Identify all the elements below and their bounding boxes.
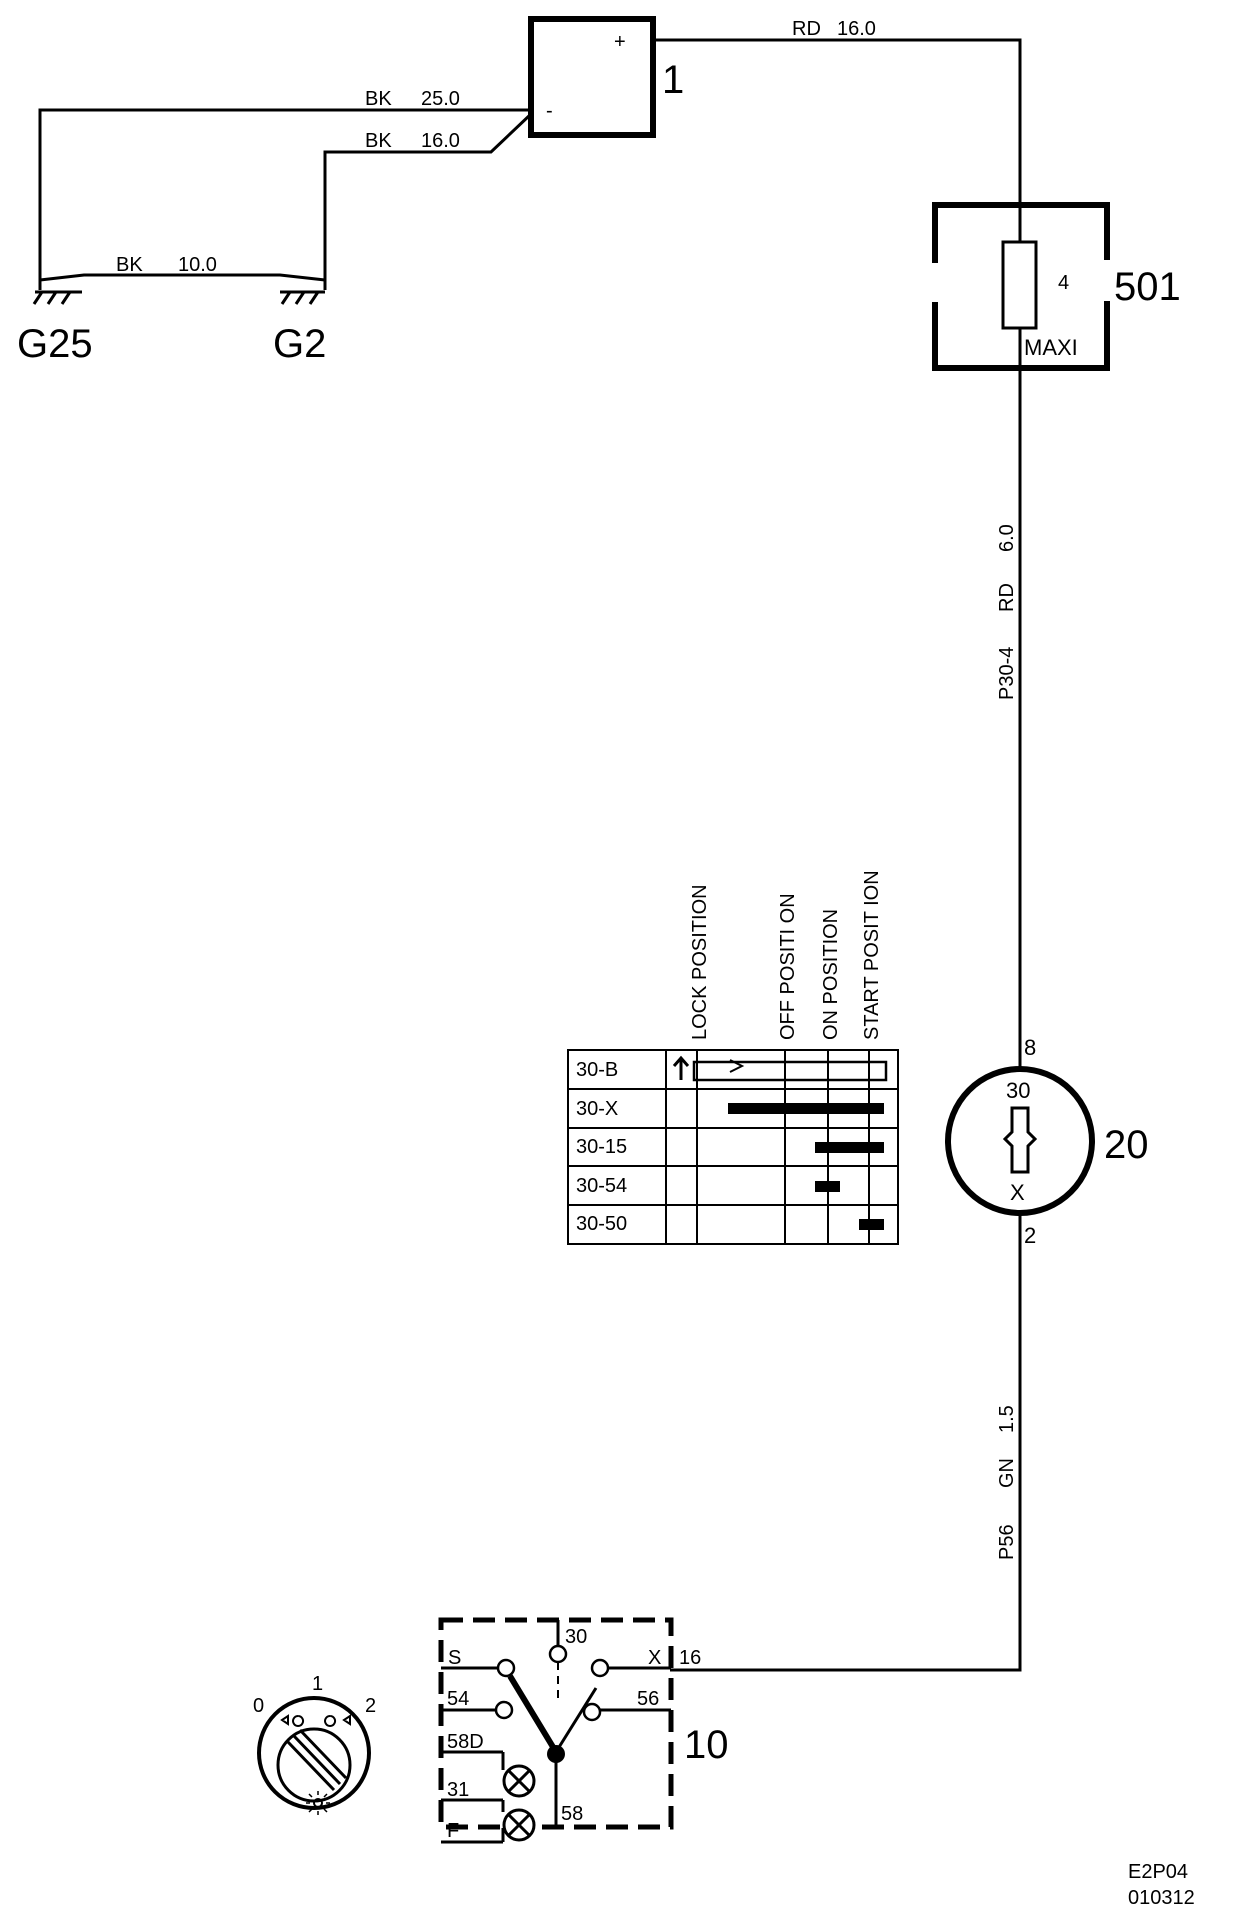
ignition-terminal-bottom: X: [1010, 1180, 1025, 1205]
terminal-30: 30: [565, 1626, 587, 1648]
wire-rd16-size: 16.0: [837, 18, 876, 40]
wire-gn15-size: 1.5: [996, 1405, 1018, 1433]
battery-plus-label: +: [614, 31, 626, 53]
row-30x-bar: [728, 1103, 884, 1114]
light-switch-internals: [441, 1620, 671, 1844]
ground-g2-icon: [280, 280, 327, 305]
wire-rd16-color: RD: [792, 18, 821, 40]
fuse-element-icon: [1001, 240, 1038, 330]
ground-g25-icon: [32, 280, 82, 305]
wire-bk25-color: BK: [365, 88, 392, 110]
wire-bk25-size: 25.0: [421, 88, 460, 110]
wire-bk25: [38, 108, 531, 280]
table-header-on: ON POSITION: [820, 909, 842, 1040]
wire-rd6-size: 6.0: [996, 524, 1018, 552]
fuse-id: 501: [1114, 265, 1181, 309]
wire-bk16-color: BK: [365, 130, 392, 152]
wire-rd16: [653, 38, 1022, 205]
table-row-label: 30-X: [576, 1098, 618, 1120]
terminal-16: 16: [679, 1647, 701, 1669]
wire-bk10: [39, 273, 326, 282]
fuse-type: MAXI: [1024, 335, 1078, 360]
row-3054-bar: [815, 1181, 840, 1192]
ignition-switch-id: 20: [1104, 1123, 1149, 1167]
fuse-number: 4: [1058, 272, 1069, 294]
wire-bk10-color: BK: [116, 254, 143, 276]
row-3050-bar: [859, 1219, 884, 1230]
row-30b-key-path: [672, 1055, 888, 1082]
table-row-label: 30-15: [576, 1136, 627, 1158]
table-row-label: 30-50: [576, 1213, 627, 1235]
lamp-icon: [502, 1808, 536, 1842]
footer-date: 010312: [1128, 1887, 1195, 1909]
terminal-f: F: [447, 1820, 459, 1842]
table-row-label: 30-54: [576, 1175, 627, 1197]
wire-rd6-color: RD: [996, 583, 1018, 612]
table-header-start: START POSIT ION: [861, 870, 883, 1040]
battery-minus-label: -: [546, 100, 553, 122]
table-header-off: OFF POSITI ON: [777, 893, 799, 1040]
ignition-pin-top: 8: [1024, 1035, 1036, 1060]
lamp-icon: [502, 1764, 536, 1798]
terminal-56: 56: [637, 1688, 659, 1710]
key-slot-icon: [1002, 1106, 1038, 1174]
wire-bk16: [323, 112, 533, 280]
battery-id: 1: [662, 58, 684, 102]
table-row-label: 30-B: [576, 1059, 618, 1081]
terminal-s: S: [448, 1647, 461, 1669]
wire-rd6-pin: P30-4: [996, 647, 1018, 700]
light-switch-knob-icon: [257, 1696, 371, 1815]
knob-position-2: 2: [365, 1695, 376, 1717]
table-header-lock: LOCK POSITION: [689, 884, 711, 1040]
footer-code: E2P04: [1128, 1861, 1188, 1883]
wire-gn15: [670, 1213, 1022, 1672]
wire-gn15-pin: P56: [996, 1524, 1018, 1560]
terminal-58: 58: [561, 1803, 583, 1825]
battery-box: [528, 16, 656, 138]
ground-g25-label: G25: [17, 322, 93, 366]
terminal-31: 31: [447, 1779, 469, 1801]
terminal-58d: 58D: [447, 1731, 484, 1753]
wire-bk10-size: 10.0: [178, 254, 217, 276]
wire-gn15-color: GN: [996, 1458, 1018, 1488]
light-switch-id: 10: [684, 1723, 729, 1767]
wire-bk16-size: 16.0: [421, 130, 460, 152]
ignition-pin-bottom: 2: [1024, 1223, 1036, 1248]
ground-g2-label: G2: [273, 322, 326, 366]
row-3015-bar: [815, 1142, 884, 1153]
terminal-54: 54: [447, 1688, 469, 1710]
ignition-terminal-top: 30: [1006, 1078, 1030, 1103]
terminal-x: X: [648, 1647, 661, 1669]
knob-position-1: 1: [312, 1673, 323, 1695]
knob-position-0: 0: [253, 1695, 264, 1717]
